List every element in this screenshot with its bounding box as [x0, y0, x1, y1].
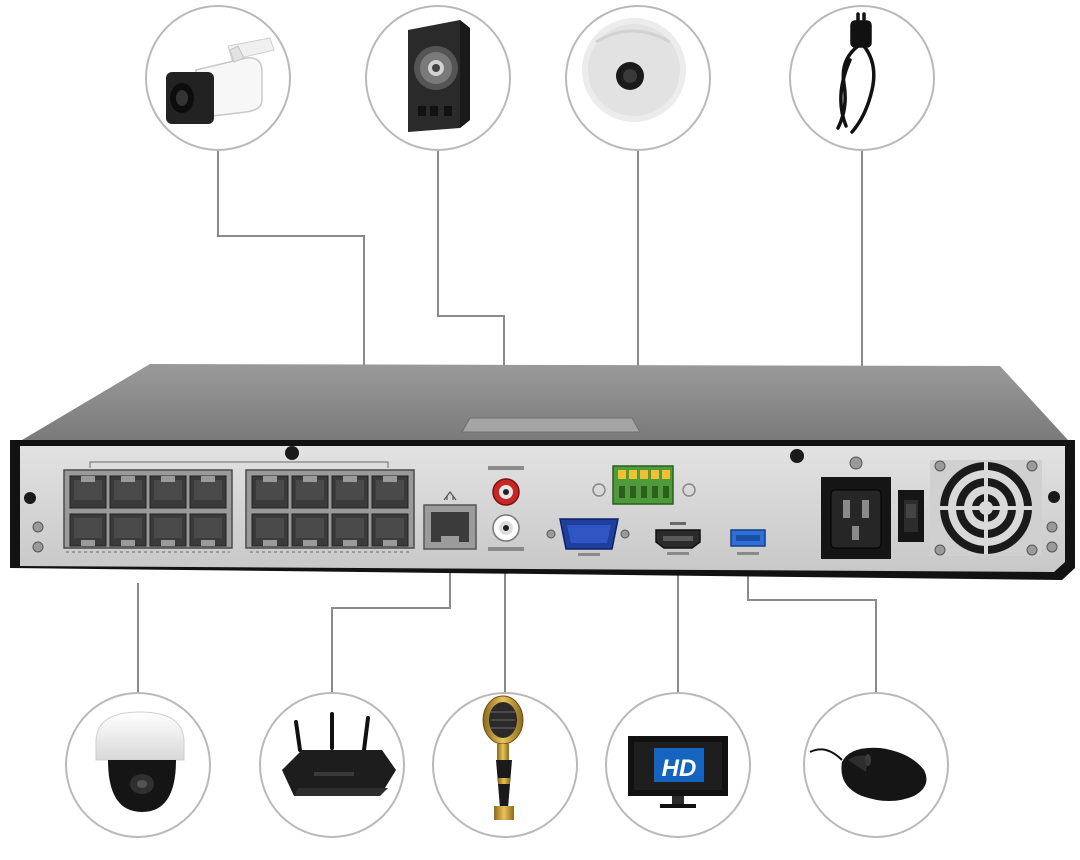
line-mouse	[747, 560, 877, 695]
screw-icon	[1026, 460, 1038, 472]
terminal-screw-icon	[651, 470, 659, 479]
terminal-screw-icon	[662, 470, 670, 479]
screw-icon	[790, 449, 804, 463]
poe-ports-right[interactable]	[245, 469, 415, 549]
poe-group-markings	[66, 461, 410, 553]
rj45-port[interactable]	[109, 475, 147, 509]
usb-port[interactable]	[730, 529, 766, 555]
line-bullet-camera	[217, 150, 365, 442]
terminal-screw-icon	[629, 470, 637, 479]
rj45-port[interactable]	[149, 475, 187, 509]
terminal-slot	[641, 486, 647, 498]
rj45-port[interactable]	[69, 475, 107, 509]
line-router	[331, 556, 451, 692]
rj45-port[interactable]	[291, 513, 329, 547]
hd-label: HD	[662, 755, 697, 782]
accessory-bullet-camera	[145, 5, 291, 151]
alarm-sensor-icon	[582, 18, 686, 122]
accessory-router	[259, 692, 405, 838]
terminal-screw-icon	[640, 470, 648, 479]
connector-lines	[137, 150, 877, 695]
audio-in-marking	[488, 547, 524, 551]
screw-icon	[32, 541, 44, 553]
screw-icon	[32, 521, 44, 533]
screw-icon	[285, 446, 299, 460]
dome-camera-icon	[95, 711, 185, 812]
screw-icon	[1046, 541, 1058, 553]
vga-port[interactable]	[546, 518, 630, 556]
speaker-icon	[408, 20, 470, 132]
rj45-port[interactable]	[109, 513, 147, 547]
terminal-slot	[663, 486, 669, 498]
screw-icon	[1046, 521, 1058, 533]
accessory-mouse	[803, 692, 949, 838]
screw-icon	[1026, 544, 1038, 556]
accessory-speaker	[365, 5, 511, 151]
bullet-camera-icon	[166, 37, 275, 124]
screw-icon	[934, 460, 946, 472]
poe-ports-left[interactable]	[63, 469, 233, 549]
power-cable-icon	[836, 12, 876, 134]
terminal-slot	[652, 486, 658, 498]
audio-out-marking	[488, 466, 524, 470]
accessory-hd-monitor: HD	[605, 692, 751, 838]
accessory-power-cable	[789, 5, 935, 151]
accessory-alarm-sensor	[565, 5, 711, 151]
screw-icon	[24, 492, 36, 504]
power-inlet[interactable]	[821, 456, 891, 559]
alarm-terminal[interactable]	[592, 465, 696, 505]
rj45-port[interactable]	[69, 513, 107, 547]
hdmi-port[interactable]	[655, 522, 701, 555]
ground-screw-icon	[849, 456, 863, 470]
microphone-icon	[482, 695, 524, 820]
screw-icon	[1048, 491, 1060, 503]
hd-monitor-icon: HD	[628, 736, 728, 808]
rj45-port[interactable]	[291, 475, 329, 509]
nvr-top-label-recess	[461, 417, 641, 433]
network-icon	[443, 491, 457, 501]
router-icon	[282, 712, 396, 796]
nvr-top-surface	[22, 364, 1068, 440]
terminal-slot	[630, 486, 636, 498]
rj45-port[interactable]	[251, 513, 289, 547]
terminal-slot	[619, 486, 625, 498]
audio-out[interactable]	[488, 466, 524, 506]
accessory-dome-camera	[65, 692, 211, 838]
cooling-fan	[930, 460, 1042, 556]
rj45-port[interactable]	[189, 513, 227, 547]
rj45-port[interactable]	[251, 475, 289, 509]
rj45-port[interactable]	[371, 475, 409, 509]
screw-icon	[934, 544, 946, 556]
rj45-port[interactable]	[331, 475, 369, 509]
lan-port[interactable]	[423, 491, 477, 550]
rj45-port[interactable]	[331, 513, 369, 547]
rj45-port[interactable]	[371, 513, 409, 547]
mouse-icon	[809, 747, 927, 801]
audio-in[interactable]	[488, 514, 524, 551]
rj45-port[interactable]	[189, 475, 227, 509]
rj45-port[interactable]	[149, 513, 187, 547]
accessory-microphone	[432, 692, 578, 838]
terminal-screw-icon	[618, 470, 626, 479]
power-switch[interactable]	[898, 490, 924, 542]
